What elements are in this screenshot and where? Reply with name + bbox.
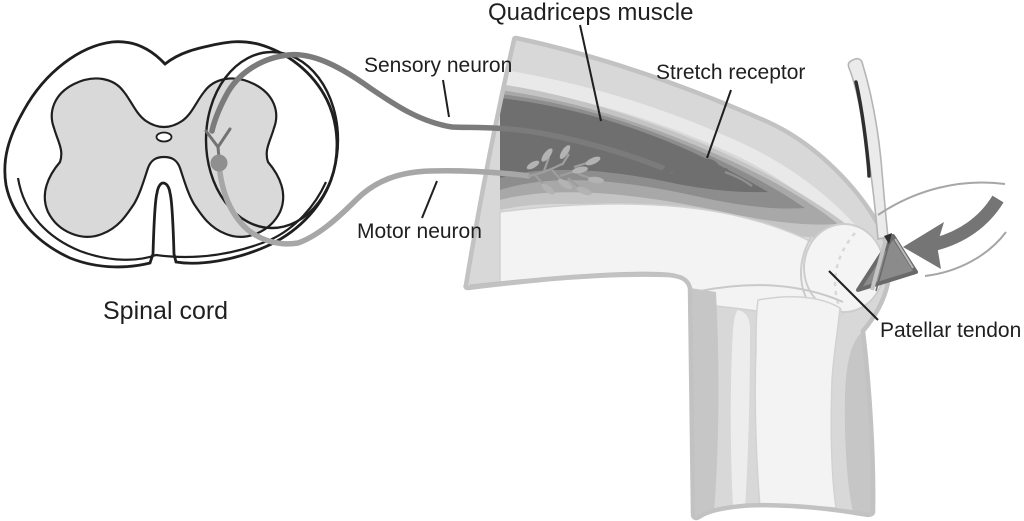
hammer-head-highlight xyxy=(894,238,914,269)
patellar-tendon-line xyxy=(833,232,856,312)
swing-arrow-head xyxy=(903,222,944,269)
tibia-plateau-line xyxy=(699,284,844,303)
motor-neuron-path xyxy=(216,160,531,247)
stretch-receptor xyxy=(662,158,753,188)
hammer-handle-streak xyxy=(854,80,871,178)
end-plate-stems xyxy=(527,153,594,190)
label-patellar-tendon: Patellar tendon xyxy=(880,319,1022,342)
pointer-sensory-neuron xyxy=(442,79,450,118)
stretch-receptor-tail xyxy=(724,170,753,188)
spinal-cord-cross-section xyxy=(3,40,340,269)
motor-neuron-cell-body xyxy=(210,154,228,172)
leg-skin-border xyxy=(463,35,892,521)
leg-illustration xyxy=(463,35,892,521)
motor-end-plates xyxy=(526,145,604,196)
hammer-head-band xyxy=(870,238,888,291)
motion-arc-upper xyxy=(877,181,1006,216)
end-plate-leaves xyxy=(526,145,604,196)
pointer-patellar-tendon xyxy=(828,270,879,321)
label-quadriceps-muscle: Quadriceps muscle xyxy=(488,0,694,26)
stretch-receptor-body xyxy=(662,158,729,177)
label-pointers xyxy=(421,24,879,321)
label-stretch-receptor: Stretch receptor xyxy=(656,61,806,84)
swing-arrow xyxy=(877,181,1007,277)
sensory-neuron-path xyxy=(209,51,673,174)
label-spinal-cord: Spinal cord xyxy=(103,297,229,325)
label-sensory-neuron: Sensory neuron xyxy=(364,54,513,77)
hammer-collar xyxy=(884,233,892,244)
shin-left-band xyxy=(690,288,719,516)
hammer-head-band-edge xyxy=(875,239,891,292)
pointer-motor-neuron xyxy=(421,180,438,219)
shin-right-band xyxy=(844,331,873,514)
tibia-bone xyxy=(754,296,841,509)
reflex-hammer xyxy=(847,57,918,292)
nerve-loop-ring xyxy=(204,50,340,230)
pointer-quadriceps-muscle xyxy=(579,24,602,122)
motion-arc-lower xyxy=(924,231,1007,277)
fibula-bone xyxy=(730,310,750,508)
fascia-strip xyxy=(505,70,858,240)
swing-arrow-tail xyxy=(934,195,1004,251)
central-canal xyxy=(155,131,173,143)
neuron-circuit xyxy=(204,51,673,247)
label-motor-neuron: Motor neuron xyxy=(357,220,482,243)
pointer-stretch-receptor xyxy=(706,89,732,159)
spinal-cord-inner-wall xyxy=(16,177,327,261)
